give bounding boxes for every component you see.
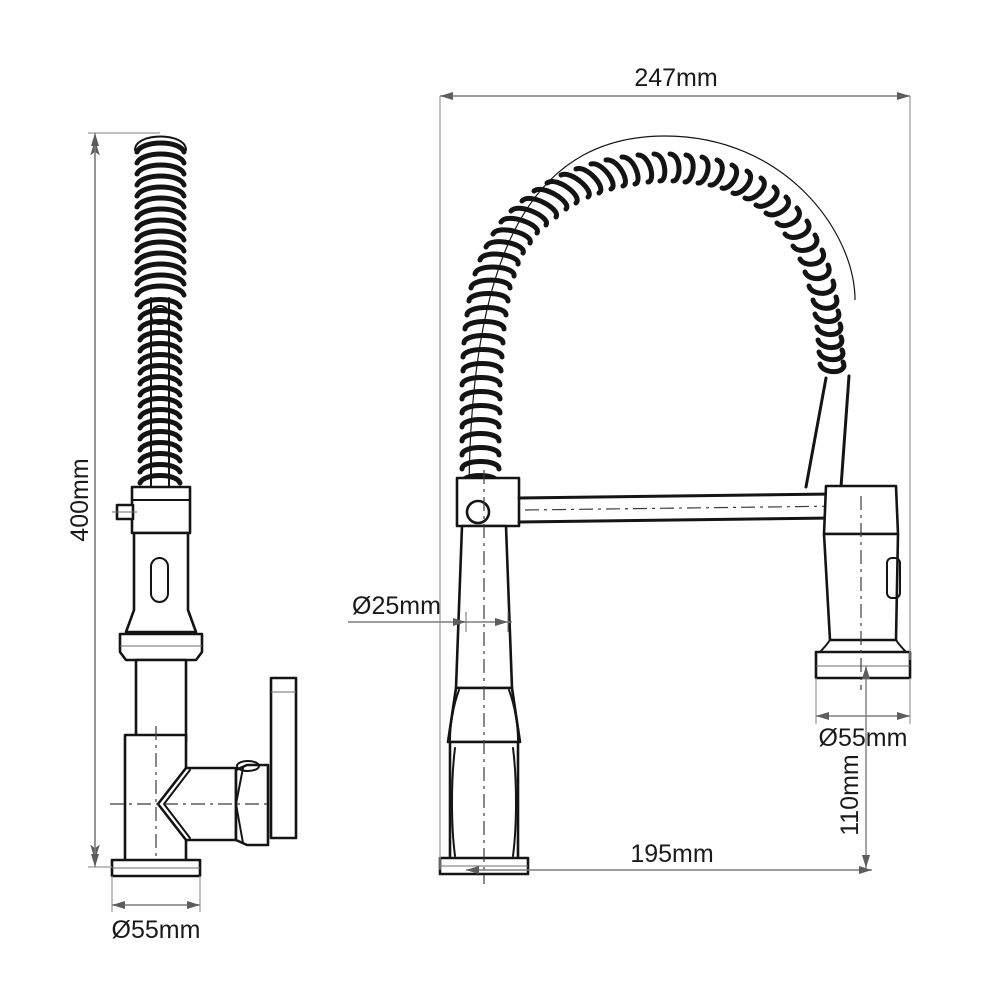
dim-label-spout-reach: 195mm — [630, 840, 713, 868]
support-arm — [517, 492, 846, 524]
dim-label-column-diameter: Ø25mm — [352, 592, 441, 620]
spray-head — [814, 484, 912, 690]
dimension-spray-head-diameter: Ø55mm — [815, 678, 911, 752]
base-flange — [110, 858, 202, 878]
lever-handle — [269, 676, 298, 840]
dimension-base-diameter-side: Ø55mm — [111, 876, 201, 944]
coil-spring — [134, 135, 187, 487]
dim-label-spray-head-diameter: Ø55mm — [819, 724, 908, 752]
dim-label-spray-head-height: 110mm — [836, 754, 864, 836]
faucet-body — [118, 531, 204, 744]
flexible-hose — [150, 297, 170, 487]
dim-label-overall-width: 247mm — [634, 64, 717, 92]
faucet-body-front — [438, 470, 530, 884]
dim-label-overall-height: 400mm — [66, 458, 94, 541]
spray-button — [886, 557, 901, 599]
dimension-overall-height: 400mm — [66, 132, 160, 868]
coil-spring-arc — [459, 135, 856, 501]
dimension-overall-width: 247mm — [439, 64, 911, 870]
dim-label-base-diameter-side: Ø55mm — [112, 916, 201, 944]
front-view: 247mm Ø25mm 195mm Ø55mm — [348, 64, 912, 884]
dimension-spout-reach: 195mm — [466, 840, 872, 874]
dimension-column-diameter: Ø25mm — [348, 592, 512, 632]
faucet-upper-block — [112, 485, 192, 535]
dimension-spray-head-height: 110mm — [836, 666, 870, 868]
indicator-slot — [150, 557, 169, 603]
pivot-bolt — [465, 499, 491, 525]
flexible-hose-front — [804, 374, 851, 489]
side-view: 400mm Ø55mm — [66, 132, 298, 944]
